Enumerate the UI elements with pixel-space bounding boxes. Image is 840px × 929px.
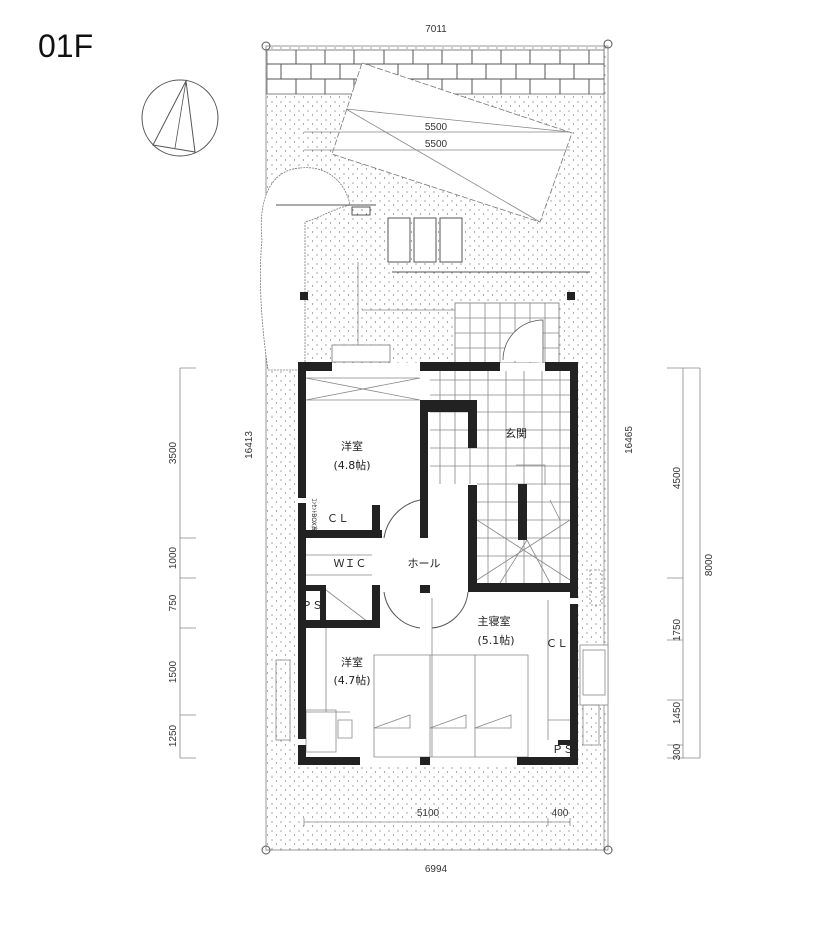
dimension-right-chain: 1450 [672, 701, 683, 724]
dimension-right-chain: 300 [672, 743, 683, 760]
doors [383, 499, 469, 629]
floor-label: 01F [38, 28, 94, 64]
room-size-western-2: (4.7帖) [333, 674, 370, 687]
outlet-note: ｺﾝｾﾝﾄBOX高 [310, 498, 318, 531]
tree-shrub [260, 167, 351, 371]
carport-dimension-1: 5500 [425, 122, 448, 133]
pillar [567, 292, 575, 300]
dimension-bottom-offset: 400 [552, 808, 569, 819]
dimension-left-chain: 750 [168, 594, 179, 611]
walls [298, 362, 578, 765]
room-label-wic: ＷＩＣ [334, 557, 367, 570]
room-size-western-1: (4.8帖) [333, 459, 370, 472]
room-label-entrance: 玄関 [505, 426, 527, 440]
room-label-closet-1: ＣＬ [327, 512, 349, 525]
dimension-left-chain: 1250 [168, 724, 179, 747]
dimension-bottom-inner: 5100 [417, 808, 440, 819]
carport-dimension-2: 5500 [425, 139, 448, 150]
interior-thin-lines [305, 377, 571, 758]
dimension-right-total: 8000 [704, 553, 715, 576]
dimension-left-chain: 3500 [168, 441, 179, 464]
room-label-ps-1: ＰＳ [301, 599, 323, 612]
pillar [300, 292, 308, 300]
room-size-master-bedroom: (5.1帖) [477, 634, 514, 647]
dimension-right-chain: 4500 [672, 466, 683, 489]
room-label-master-bedroom: 主寝室 [478, 614, 511, 628]
room-label-closet-2: ＣＬ [546, 637, 568, 650]
stepping-stones [387, 217, 463, 263]
dimension-right-depth: 16465 [624, 426, 635, 454]
brick-paving [266, 49, 605, 95]
porch-tiles [331, 302, 560, 364]
room-label-western-2: 洋室 [341, 655, 363, 669]
room-label-western-1: 洋室 [341, 439, 363, 453]
dimension-left-depth: 16413 [244, 431, 255, 459]
exterior-equipment [275, 569, 609, 746]
dimension-left-chain: 1500 [168, 660, 179, 683]
dimension-top-width: 7011 [425, 24, 447, 35]
dimension-lines [179, 367, 701, 826]
room-label-ps-2: ＰＳ [552, 743, 574, 756]
car-outline [304, 62, 573, 223]
room-label-hall: ホール [408, 557, 441, 570]
entrance-door-swing [502, 319, 544, 363]
dimension-left-chain: 1000 [168, 546, 179, 569]
north-compass-icon [141, 79, 219, 157]
dimension-right-chain: 1750 [672, 618, 683, 641]
dimension-bottom-width: 6994 [425, 864, 448, 875]
